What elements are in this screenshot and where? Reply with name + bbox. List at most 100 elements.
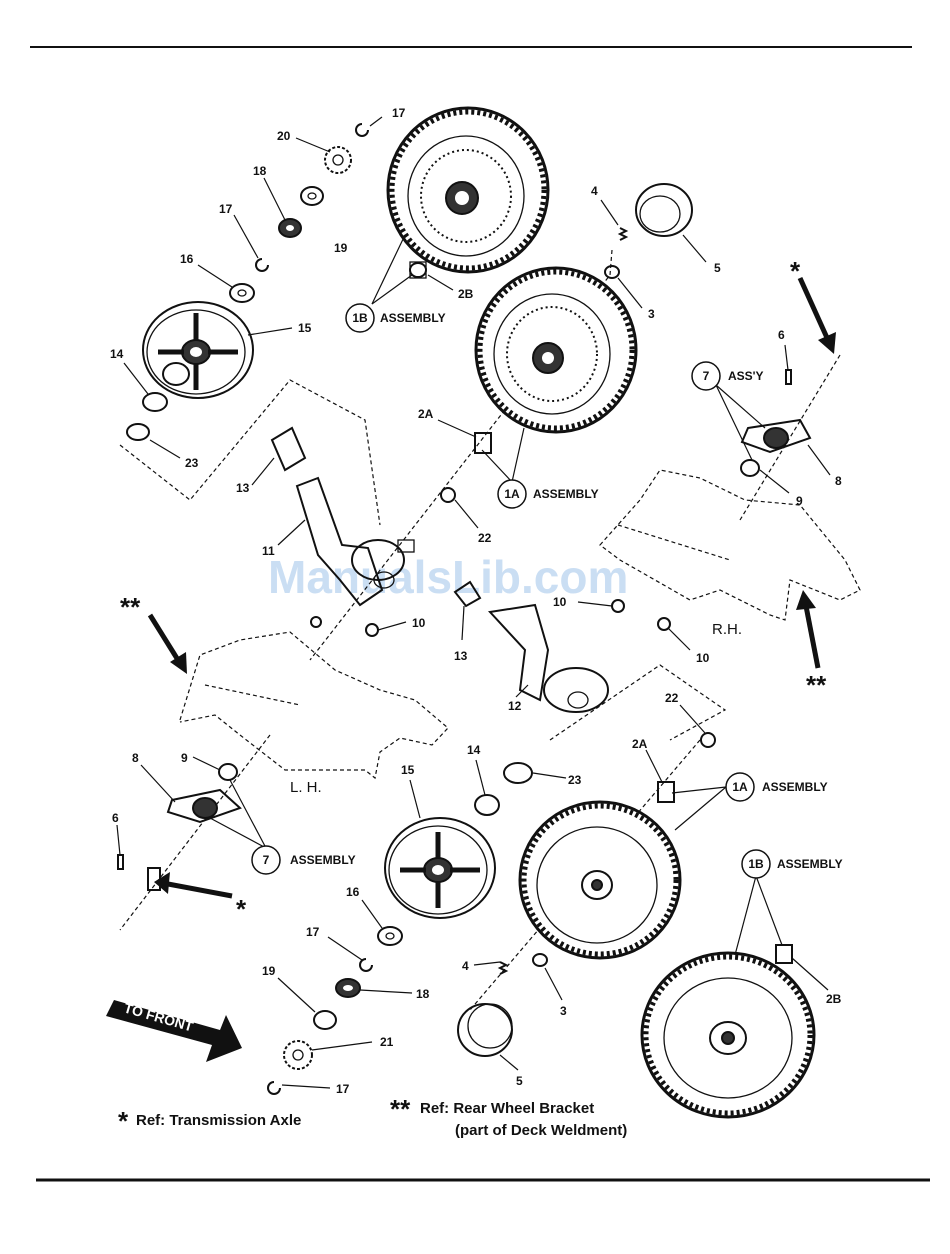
part-label: 4 <box>462 959 469 973</box>
part-label: 6 <box>112 811 119 825</box>
callout-7-top: 7 <box>691 361 721 391</box>
ring-23-lower <box>503 762 533 784</box>
pulley-15-lower <box>384 817 496 919</box>
part-label: 11 <box>262 544 275 558</box>
lh-bracket <box>179 631 449 780</box>
rh-label: R.H. <box>712 621 742 638</box>
part-label: 4 <box>591 184 598 198</box>
bearing-18-lower <box>335 978 361 998</box>
star-marker-left: * <box>236 894 247 924</box>
part-label: 8 <box>132 751 139 765</box>
part-label: 9 <box>796 494 803 508</box>
bushing-2A-upper <box>474 432 492 454</box>
part-label: 23 <box>568 773 582 787</box>
washer-9-bottom <box>218 763 238 781</box>
part-label: 9 <box>181 751 188 765</box>
bolt-10-rh-b <box>657 617 671 631</box>
part-label: 22 <box>478 531 492 545</box>
part-label: 2B <box>458 287 474 301</box>
ref-rear-wheel-bracket: Ref: Rear Wheel Bracket <box>420 1100 594 1117</box>
bushing-2A-lower <box>657 781 675 803</box>
ref-star-symbol: * <box>118 1106 129 1136</box>
assembly-label-7-top: ASS'Y <box>728 369 764 383</box>
part-label: 14 <box>467 743 481 757</box>
callout-1B-top: 1B <box>345 303 375 333</box>
part-label: 12 <box>508 699 522 713</box>
ring-22-upper <box>440 487 456 503</box>
callout-7-top-text: 7 <box>703 369 710 383</box>
watermark: ManualsLib.com <box>268 551 628 603</box>
part-label: 17 <box>392 106 406 120</box>
bearing-18-upper <box>278 218 302 238</box>
part-label: 13 <box>454 649 468 663</box>
part-label: 10 <box>553 595 567 609</box>
gear-20-upper <box>324 146 352 174</box>
assembly-label-1B-top: ASSEMBLY <box>380 311 446 325</box>
ring-23-upper <box>126 423 150 441</box>
callout-1B-bottom-text: 1B <box>748 857 764 871</box>
bracket-dash-top-left <box>119 379 381 526</box>
leader-lines <box>116 116 831 1089</box>
to-front-arrow: TO FRONT <box>106 1000 242 1062</box>
bolt-10-small-upper <box>310 616 322 628</box>
callout-1A-bottom-text: 1A <box>732 780 748 794</box>
pad-13-upper <box>270 426 307 472</box>
e-ring-17-upper <box>255 258 269 272</box>
part-label: 14 <box>110 347 124 361</box>
ring-14-upper <box>142 392 168 412</box>
arm-11 <box>295 476 415 607</box>
assembly-label-1A-bottom: ASSEMBLY <box>762 780 828 794</box>
hubcap-5-upper <box>635 183 693 237</box>
part-label: 23 <box>185 456 199 470</box>
pin-6-bottom <box>117 854 124 870</box>
bushing-2B-upper <box>409 261 427 279</box>
part-number-labels: 17 20 18 17 19 16 15 14 23 4 5 3 2B 6 2A… <box>110 106 842 1096</box>
assembly-label-1B-bottom: ASSEMBLY <box>777 857 843 871</box>
rh-bracket-slots <box>617 524 731 561</box>
arrow-dstar-right <box>796 590 821 669</box>
washer-3-lower <box>532 953 548 967</box>
part-label: 13 <box>236 481 250 495</box>
part-label: 18 <box>416 987 430 1001</box>
part-label: 8 <box>835 474 842 488</box>
washer-9-top <box>740 459 760 477</box>
axle-line-lh <box>119 734 271 931</box>
ref-double-star-symbol: ** <box>390 1094 411 1124</box>
washer-19-upper <box>300 186 324 206</box>
callout-1A-top-text: 1A <box>504 487 520 501</box>
bearing-7-top <box>740 418 812 454</box>
wheel-1B-lower <box>640 951 816 1119</box>
ref-deck-weldment: (part of Deck Weldment) <box>455 1122 627 1139</box>
arrow-star-top <box>797 276 836 354</box>
rh-bracket <box>599 469 861 621</box>
part-label: 2A <box>418 407 434 421</box>
star-marker-top: * <box>790 256 801 286</box>
e-ring-17-lower <box>359 958 373 972</box>
part-label: 2B <box>826 992 842 1006</box>
ring-14-lower <box>474 794 500 816</box>
axle-line-upper <box>309 249 613 661</box>
pin-6-top <box>785 369 792 385</box>
part-label: 16 <box>346 885 360 899</box>
pulley-15-upper <box>142 301 254 399</box>
e-ring-17-bottom <box>267 1081 281 1095</box>
e-ring-17-top <box>355 123 369 137</box>
part-label: 17 <box>336 1082 350 1096</box>
ref-transmission-axle: Ref: Transmission Axle <box>136 1112 301 1129</box>
lh-bracket-slots <box>204 684 301 706</box>
washer-19-lower <box>313 1010 337 1030</box>
spring-4-upper <box>617 227 629 241</box>
spring-4-lower <box>497 961 509 975</box>
assembly-label-1A-top: ASSEMBLY <box>533 487 599 501</box>
clip-13-middle <box>453 580 482 608</box>
part-label: 5 <box>714 261 721 275</box>
ring-22-lower <box>700 732 716 748</box>
callout-1A-bottom: 1A <box>725 772 755 802</box>
part-label: 19 <box>334 241 348 255</box>
bracket-dash-mid-right <box>549 664 727 741</box>
part-label: 3 <box>648 307 655 321</box>
arm-12 <box>487 603 609 713</box>
callout-1B-bottom: 1B <box>741 849 771 879</box>
part-label: 6 <box>778 328 785 342</box>
